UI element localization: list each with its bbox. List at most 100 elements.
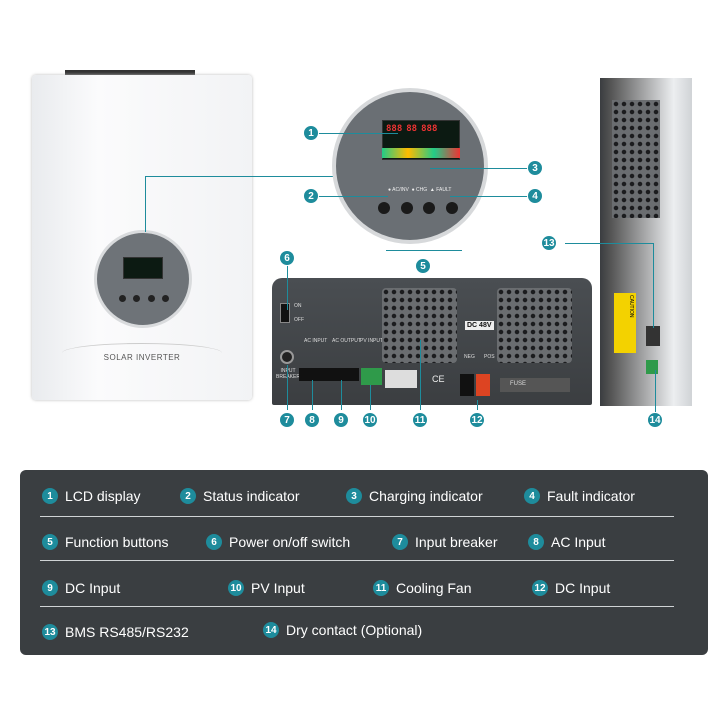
decor: Status indicator bbox=[203, 488, 300, 504]
decor: 2 bbox=[180, 488, 196, 504]
callout-7: 7 bbox=[279, 412, 295, 428]
decor: 13 bbox=[42, 624, 58, 640]
bms-port bbox=[646, 326, 660, 346]
decor: 888 bbox=[421, 124, 438, 134]
leader-line bbox=[318, 196, 388, 197]
decor: 12 bbox=[532, 580, 548, 596]
legend-item: 8 AC Input bbox=[528, 534, 605, 550]
status-leds: ● AC/INV ● CHG ▲ FAULT bbox=[388, 187, 452, 193]
decor: POS bbox=[484, 354, 495, 360]
decor: 6 bbox=[206, 534, 222, 550]
leader-line bbox=[386, 250, 462, 251]
leader-line bbox=[565, 243, 653, 244]
callout-10: 10 bbox=[362, 412, 378, 428]
callout-5: 5 bbox=[415, 258, 431, 274]
leader-line bbox=[477, 400, 478, 410]
decor: 10 bbox=[228, 580, 244, 596]
legend-item: 13 BMS RS485/RS232 bbox=[42, 624, 189, 640]
decor bbox=[147, 295, 155, 302]
decor: DC Input bbox=[65, 580, 121, 596]
decor: Input breaker bbox=[415, 534, 498, 550]
leader-line bbox=[145, 176, 333, 177]
legend-item: 11 Cooling Fan bbox=[373, 580, 472, 596]
decor: 5 bbox=[42, 534, 58, 550]
callout-14: 14 bbox=[647, 412, 663, 428]
legend-item: 5 Function buttons bbox=[42, 534, 169, 550]
decor: AC OUTPUT bbox=[332, 338, 361, 344]
mounting-bracket bbox=[65, 70, 195, 78]
decor: PV INPUT bbox=[360, 338, 384, 344]
leader-line bbox=[655, 370, 656, 412]
legend-item: 9 DC Input bbox=[42, 580, 120, 596]
decor: AC Input bbox=[551, 534, 606, 550]
decor: Power on/off switch bbox=[229, 534, 351, 550]
legend-item: 4 Fault indicator bbox=[524, 488, 635, 504]
fuse-cover: FUSE bbox=[500, 378, 570, 392]
decor bbox=[400, 202, 413, 214]
control-panel-small bbox=[94, 230, 192, 328]
cooling-fan-left bbox=[382, 288, 457, 363]
decor: 7 bbox=[392, 534, 408, 550]
leader-line bbox=[653, 243, 654, 328]
decor bbox=[133, 295, 141, 302]
decor: BMS RS485/RS232 bbox=[65, 624, 189, 640]
leader-line bbox=[312, 380, 313, 410]
decor: Dry contact (Optional) bbox=[286, 622, 423, 638]
decor bbox=[445, 202, 458, 214]
leader-line bbox=[341, 380, 342, 410]
decor: 14 bbox=[263, 622, 279, 638]
decor: INPUT BREAKER bbox=[276, 368, 300, 380]
lcd-small bbox=[123, 257, 163, 279]
legend-item: 10 PV Input bbox=[228, 580, 305, 596]
ac-terminal-block bbox=[299, 368, 359, 381]
decor: Function buttons bbox=[65, 534, 169, 550]
dry-contact-port bbox=[646, 360, 658, 374]
callout-6: 6 bbox=[279, 250, 295, 266]
divider bbox=[40, 560, 674, 561]
callout-1: 1 bbox=[303, 125, 319, 141]
dc-neg-terminal bbox=[460, 374, 474, 396]
decor: 888 bbox=[386, 124, 403, 134]
side-vent bbox=[612, 100, 660, 218]
decor: PV Input bbox=[251, 580, 305, 596]
callout-9: 9 bbox=[333, 412, 349, 428]
decor bbox=[119, 295, 169, 303]
decor: 9 bbox=[42, 580, 58, 596]
spec-label bbox=[385, 370, 417, 388]
inverter-side: CAUTION bbox=[600, 78, 692, 406]
leader-line bbox=[287, 265, 288, 310]
function-buttons bbox=[378, 202, 458, 214]
decor: LCD display bbox=[65, 488, 141, 504]
divider bbox=[40, 516, 674, 517]
leader-line bbox=[318, 133, 398, 134]
front-curve bbox=[62, 343, 222, 363]
decor bbox=[161, 295, 169, 302]
decor: 8 bbox=[528, 534, 544, 550]
decor: Fault indicator bbox=[547, 488, 635, 504]
leader-line bbox=[430, 168, 532, 169]
decor: 4 bbox=[524, 488, 540, 504]
callout-13: 13 bbox=[541, 235, 557, 251]
leader-line bbox=[287, 365, 288, 410]
leader-line bbox=[420, 340, 421, 410]
dc-pos-terminal bbox=[476, 374, 490, 396]
dc-voltage-label: DC 48V bbox=[465, 321, 494, 330]
pv-terminal bbox=[361, 368, 382, 385]
decor bbox=[378, 202, 390, 214]
legend-item: 14 Dry contact (Optional) bbox=[263, 622, 422, 638]
callout-3: 3 bbox=[527, 160, 543, 176]
callout-12: 12 bbox=[469, 412, 485, 428]
power-switch bbox=[280, 303, 290, 323]
decor: OFF bbox=[294, 317, 304, 323]
callout-8: 8 bbox=[304, 412, 320, 428]
divider bbox=[40, 606, 674, 607]
decor: 11 bbox=[373, 580, 389, 596]
leader-line bbox=[370, 385, 371, 410]
decor: Cooling Fan bbox=[396, 580, 472, 596]
input-breaker bbox=[280, 350, 294, 364]
